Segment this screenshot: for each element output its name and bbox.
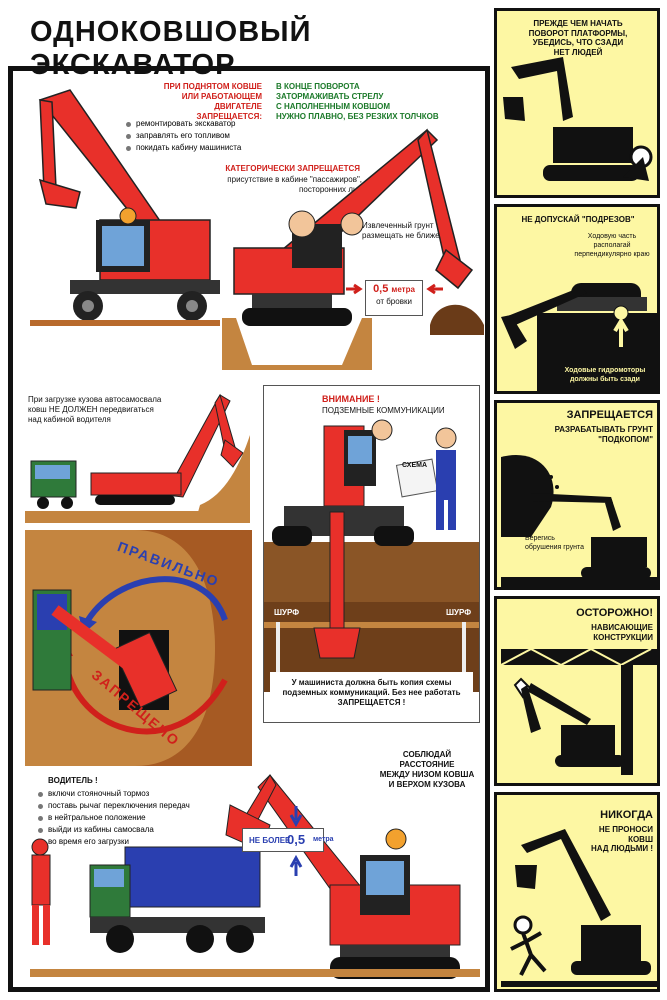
page-title: ОДНОКОВШОВЫЙ ЭКСКАВАТОР	[30, 16, 312, 81]
bucket-over-people-diagram	[501, 829, 657, 987]
list-item: покидать кабину машиниста	[126, 142, 266, 154]
driver-heading: ВОДИТЕЛЬ !	[48, 776, 98, 785]
arrow-right-icon	[346, 283, 363, 295]
excavator-front-illustration	[264, 419, 479, 692]
soil-distance-box: 0,5 метра от бровки	[365, 280, 423, 316]
sidebar-panel-no-dig-under: ЗАПРЕЩАЕТСЯ РАЗРАБАТЫВАТЬ ГРУНТ"ПОДКОПОМ…	[494, 400, 660, 590]
categorically-forbidden-heading: КАТЕГОРИЧЕСКИ ЗАПРЕЩАЕТСЯ	[225, 164, 360, 173]
raised-bucket-list: ремонтировать экскаватор заправлять его …	[126, 118, 266, 154]
undercut-diagram	[501, 283, 657, 391]
utilities-note-line: подземных коммуникаций. Без нее работать	[282, 688, 461, 697]
dig-under-diagram	[501, 455, 657, 587]
arrow-left-icon	[426, 283, 443, 295]
top-view-panel: ПРАВИЛЬНО ЗАПРЕЩЕНО	[25, 530, 252, 766]
main-poster-frame	[8, 66, 490, 992]
max-distance-box: НЕ БОЛЕЕ 0,5 метра	[242, 828, 334, 852]
attention-heading: ВНИМАНИЕ !	[322, 394, 380, 404]
passengers-forbidden-text: присутствие в кабине "пассажиров",постор…	[227, 175, 362, 194]
list-item: ремонтировать экскаватор	[126, 118, 266, 130]
list-item: включи стояночный тормоз	[38, 788, 218, 800]
utilities-note-box: У машиниста должна быть копия схемы подз…	[270, 672, 473, 716]
arrow-down-icon	[289, 806, 303, 828]
sidebar-panel-subtext: РАЗРАБАТЫВАТЬ ГРУНТ"ПОДКОПОМ"	[554, 425, 653, 444]
excavator-silhouette-icon	[503, 57, 653, 181]
arrow-up-icon	[289, 854, 303, 876]
list-item: в нейтральное положение	[38, 812, 218, 824]
list-item: заправлять его топливом	[126, 130, 266, 142]
utilities-note-forbidden: ЗАПРЕЩАЕТСЯ !	[337, 698, 406, 707]
list-item: поставь рычаг переключения передач	[38, 800, 218, 812]
tracked-excavator-illustration	[222, 128, 484, 370]
utilities-note-line: У машиниста должна быть копия схемы	[291, 678, 452, 687]
utilities-subtitle: ПОДЗЕМНЫЕ КОММУНИКАЦИИ	[322, 406, 445, 415]
truck-excavator-illustration	[30, 774, 480, 979]
overhead-structure-diagram	[500, 647, 657, 775]
underground-utilities-panel: ВНИМАНИЕ ! ПОДЗЕМНЫЕ КОММУНИКАЦИИ СХЕМА …	[263, 385, 480, 723]
scheme-label: СХЕМА	[402, 462, 428, 469]
truck-loading-illustration	[25, 393, 250, 523]
wheeled-excavator-illustration	[30, 89, 220, 326]
swing-diagram	[32, 530, 252, 766]
list-item: выйди из кабины самосвала	[38, 824, 218, 836]
pit-right-label: ШУРФ	[446, 608, 472, 617]
pit-left-label: ШУРФ	[274, 608, 300, 617]
